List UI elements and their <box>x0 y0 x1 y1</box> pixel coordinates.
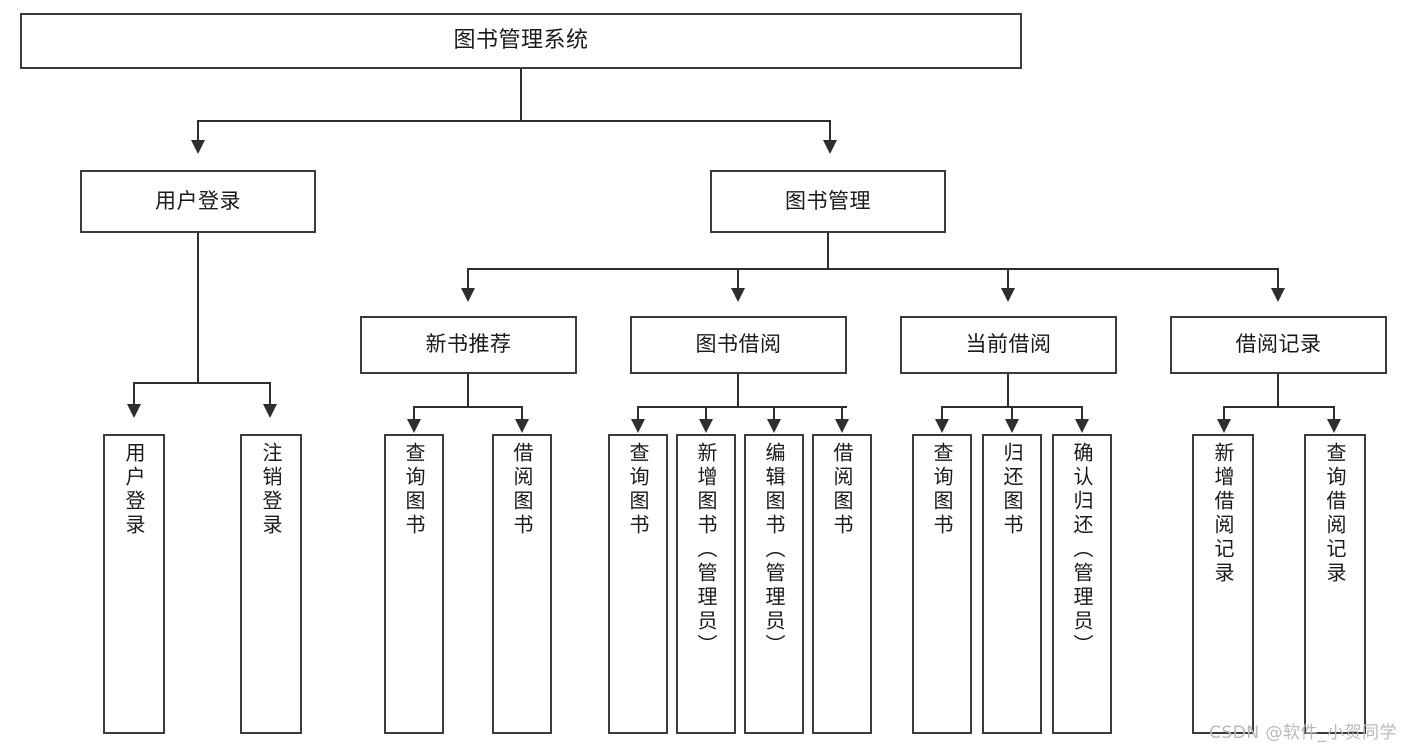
node-leaf-query-book-1[interactable]: 查询图书 <box>384 434 444 734</box>
connector-drop-leaf-add-book <box>705 406 707 422</box>
node-leaf-query-book-2[interactable]: 查询图书 <box>608 434 668 734</box>
arrowhead-leaf-query-record <box>1327 419 1341 433</box>
node-book-borrow-label: 图书借阅 <box>695 332 782 357</box>
node-current-borrow-label: 当前借阅 <box>965 332 1052 357</box>
arrowhead-borrow-record <box>1271 288 1285 302</box>
node-user-login[interactable]: 用户登录 <box>80 170 316 233</box>
connector-level3-bus <box>467 268 1279 270</box>
connector-drop-leaf-borrow-book-1 <box>521 406 523 422</box>
arrowhead-user-login <box>191 140 205 154</box>
connector-new-book-rec-bus <box>413 406 523 408</box>
connector-drop-book-borrow <box>737 268 739 290</box>
arrowhead-leaf-borrow-book-2 <box>835 419 849 433</box>
arrowhead-leaf-add-record <box>1217 419 1231 433</box>
arrowhead-leaf-confirm-return <box>1075 419 1089 433</box>
node-leaf-borrow-book-2-label: 借阅图书 <box>830 442 854 538</box>
node-leaf-borrow-book-1-label: 借阅图书 <box>510 442 534 538</box>
node-new-book-rec[interactable]: 新书推荐 <box>360 316 577 374</box>
connector-root-stem <box>520 69 522 121</box>
arrowhead-leaf-query-book-3 <box>935 419 949 433</box>
connector-drop-leaf-query-book-3 <box>941 406 943 422</box>
node-leaf-borrow-book-2[interactable]: 借阅图书 <box>812 434 872 734</box>
node-leaf-confirm-return-admin-label: 确认归还（管理员） <box>1070 442 1094 658</box>
node-leaf-query-book-2-label: 查询图书 <box>626 442 650 538</box>
node-leaf-query-record[interactable]: 查询借阅记录 <box>1304 434 1366 734</box>
connector-book-borrow-bus <box>637 406 847 408</box>
connector-drop-leaf-query-record <box>1333 406 1335 422</box>
connector-borrow-record-bus <box>1223 406 1335 408</box>
connector-book-manage-stem <box>827 233 829 269</box>
connector-current-borrow-stem <box>1007 374 1009 408</box>
node-new-book-rec-label: 新书推荐 <box>425 332 512 357</box>
connector-drop-user-login <box>197 120 199 142</box>
node-borrow-record[interactable]: 借阅记录 <box>1170 316 1387 374</box>
arrowhead-book-borrow <box>731 288 745 302</box>
node-leaf-return-book-label: 归还图书 <box>1000 442 1024 538</box>
connector-level2-bus <box>197 120 831 122</box>
connector-user-login-stem <box>197 233 199 383</box>
arrowhead-current-borrow <box>1001 288 1015 302</box>
connector-drop-leaf-borrow-book-2 <box>841 406 843 422</box>
connector-drop-leaf-edit-book <box>773 406 775 422</box>
node-leaf-return-book[interactable]: 归还图书 <box>982 434 1042 734</box>
connector-drop-leaf-return-book <box>1011 406 1013 422</box>
node-leaf-query-book-1-label: 查询图书 <box>402 442 426 538</box>
node-leaf-query-book-3-label: 查询图书 <box>930 442 954 538</box>
connector-drop-leaf-query-book-1 <box>413 406 415 422</box>
connector-drop-leaf-query-book-2 <box>637 406 639 422</box>
connector-book-borrow-stem <box>737 374 739 408</box>
node-leaf-edit-book-admin[interactable]: 编辑图书（管理员） <box>744 434 804 734</box>
connector-drop-new-book-rec <box>467 268 469 290</box>
node-borrow-record-label: 借阅记录 <box>1235 332 1322 357</box>
node-leaf-query-book-3[interactable]: 查询图书 <box>912 434 972 734</box>
arrowhead-leaf-return-book <box>1005 419 1019 433</box>
node-book-manage[interactable]: 图书管理 <box>710 170 946 233</box>
node-leaf-user-login-label: 用户登录 <box>122 442 146 538</box>
connector-drop-borrow-record <box>1277 268 1279 290</box>
connector-user-login-bus <box>133 382 271 384</box>
arrowhead-leaf-logout <box>263 404 277 418</box>
node-leaf-logout[interactable]: 注销登录 <box>240 434 302 734</box>
node-leaf-query-record-label: 查询借阅记录 <box>1323 442 1347 586</box>
node-book-manage-label: 图书管理 <box>785 188 871 213</box>
node-leaf-add-book-admin[interactable]: 新增图书（管理员） <box>676 434 736 734</box>
node-leaf-add-book-admin-label: 新增图书（管理员） <box>694 442 718 658</box>
connector-new-book-rec-stem <box>467 374 469 408</box>
arrowhead-book-manage <box>823 140 837 154</box>
node-leaf-user-login[interactable]: 用户登录 <box>103 434 165 734</box>
node-leaf-confirm-return-admin[interactable]: 确认归还（管理员） <box>1052 434 1112 734</box>
arrowhead-new-book-rec <box>461 288 475 302</box>
node-leaf-logout-label: 注销登录 <box>259 442 283 538</box>
node-root-label: 图书管理系统 <box>453 27 589 53</box>
arrowhead-leaf-add-book <box>699 419 713 433</box>
node-leaf-edit-book-admin-label: 编辑图书（管理员） <box>762 442 786 658</box>
node-leaf-borrow-book-1[interactable]: 借阅图书 <box>492 434 552 734</box>
node-user-login-label: 用户登录 <box>155 188 241 213</box>
node-root[interactable]: 图书管理系统 <box>20 13 1022 69</box>
arrowhead-leaf-user-login <box>127 404 141 418</box>
arrowhead-leaf-query-book-2 <box>631 419 645 433</box>
node-leaf-add-record-label: 新增借阅记录 <box>1211 442 1235 586</box>
arrowhead-leaf-edit-book <box>767 419 781 433</box>
connector-borrow-record-stem <box>1277 374 1279 408</box>
connector-drop-book-manage <box>829 120 831 142</box>
connector-drop-leaf-confirm-return <box>1081 406 1083 422</box>
connector-drop-leaf-add-record <box>1223 406 1225 422</box>
arrowhead-leaf-query-book-1 <box>407 419 421 433</box>
connector-drop-leaf-logout <box>269 382 271 406</box>
connector-drop-current-borrow <box>1007 268 1009 290</box>
node-leaf-add-record[interactable]: 新增借阅记录 <box>1192 434 1254 734</box>
arrowhead-leaf-borrow-book-1 <box>515 419 529 433</box>
connector-drop-leaf-user-login <box>133 382 135 406</box>
node-current-borrow[interactable]: 当前借阅 <box>900 316 1117 374</box>
node-book-borrow[interactable]: 图书借阅 <box>630 316 847 374</box>
